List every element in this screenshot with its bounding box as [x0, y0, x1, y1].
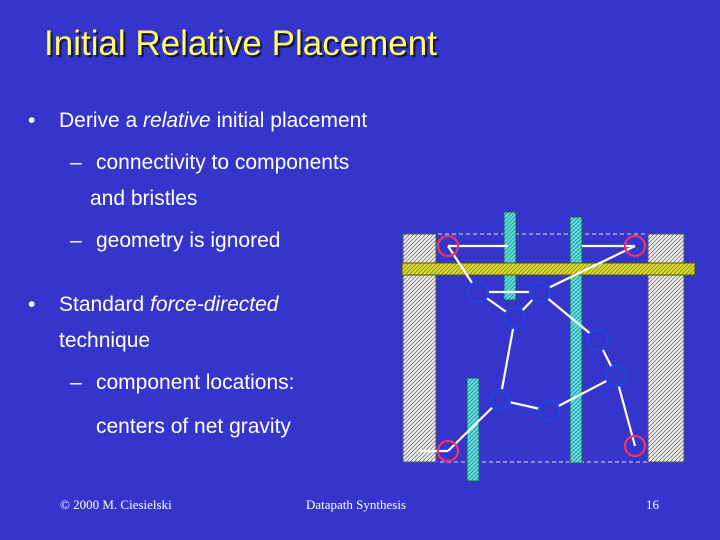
bristle-2: [569, 216, 583, 464]
sub-bullet-dash: –: [70, 371, 82, 394]
component-node: [586, 328, 610, 352]
net-line: [614, 375, 637, 447]
bullet-2-text-part: Standard: [59, 293, 151, 316]
horizontal-bus: [401, 262, 696, 276]
net-line: [447, 399, 501, 452]
component-node: [604, 364, 628, 388]
bullet-2-continuation: technique: [59, 329, 151, 352]
sub-bullet-dash: –: [70, 229, 82, 252]
slide-title: Initial Relative Placement: [44, 24, 437, 63]
bristle-3: [466, 377, 480, 482]
terminal-node: [436, 234, 460, 258]
sub-bullet-text: connectivity to components: [96, 151, 350, 174]
terminal-node: [436, 439, 460, 463]
component-node: [466, 280, 490, 304]
component-node: [503, 306, 527, 330]
bullet-2-emphasis: force-directed: [150, 293, 279, 316]
footer-page-number: 16: [646, 497, 659, 512]
sub-bullet-dash: –: [70, 151, 82, 174]
bullet-1-text-part: initial placement: [210, 109, 368, 132]
net-line: [539, 245, 636, 293]
sub-bullet-text: geometry is ignored: [96, 229, 281, 252]
component-node: [528, 280, 552, 304]
net-line: [548, 375, 617, 412]
bullet-1-emphasis: relative: [143, 109, 211, 132]
bullet-2-text: Standard force-directed: [59, 293, 278, 317]
sub-bullet-text: component locations:: [96, 371, 295, 394]
net-line: [539, 291, 599, 341]
net-line: [498, 317, 517, 401]
bullet-marker: •: [28, 109, 36, 132]
footer-copyright: © 2000 M. Ciesielski: [60, 497, 172, 512]
sub-bullet-text-continuation: and bristles: [90, 187, 198, 210]
bullet-marker: •: [28, 293, 36, 316]
bullet-1-text: Derive a relative initial placement: [59, 109, 367, 133]
component-node: [537, 399, 561, 423]
terminal-node: [623, 234, 647, 258]
bullet-1-text-part: Derive a: [59, 109, 144, 132]
sub-bullet-text-continuation: centers of net gravity: [96, 415, 291, 438]
terminal-node: [623, 434, 647, 458]
footer-course-title: Datapath Synthesis: [306, 497, 407, 512]
component-node: [488, 388, 512, 412]
bristle-1: [503, 211, 517, 301]
